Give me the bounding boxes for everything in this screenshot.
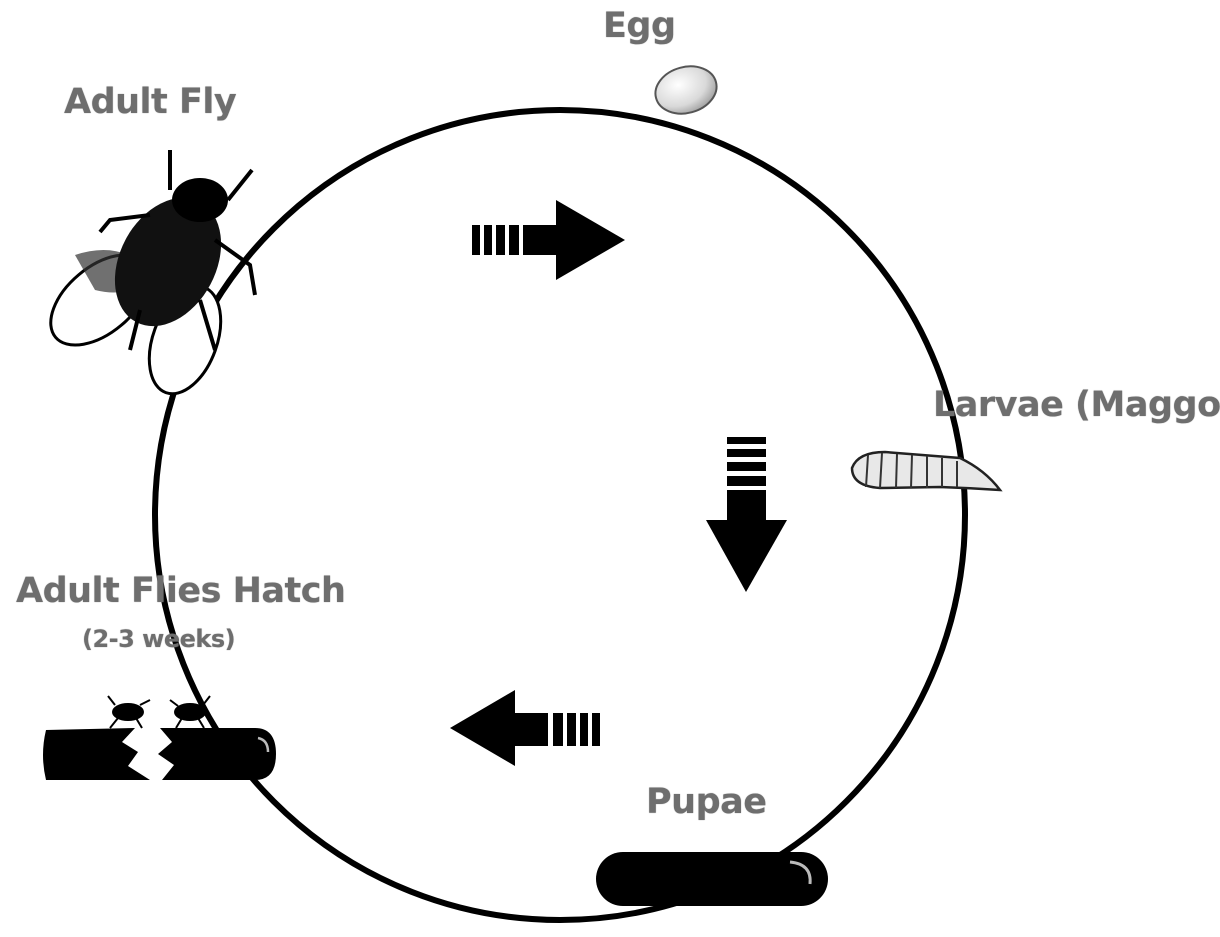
- larvae-illustration: [852, 452, 1000, 490]
- label-larvae: Larvae (Maggot): [933, 385, 1220, 425]
- arrow-down: [706, 437, 787, 592]
- label-pupae: Pupae: [646, 782, 766, 822]
- pupae-illustration: [596, 852, 828, 906]
- label-adult-flies-hatch: Adult Flies Hatch: [16, 571, 345, 611]
- hatching-pupae-illustration: [43, 696, 276, 780]
- label-duration: (2-3 weeks): [82, 625, 235, 653]
- adult-fly-illustration: [34, 150, 255, 404]
- label-egg: Egg: [603, 6, 676, 46]
- arrow-right: [472, 200, 625, 280]
- label-adult-fly: Adult Fly: [64, 82, 236, 122]
- arrow-left: [450, 690, 600, 766]
- egg-illustration: [650, 60, 722, 120]
